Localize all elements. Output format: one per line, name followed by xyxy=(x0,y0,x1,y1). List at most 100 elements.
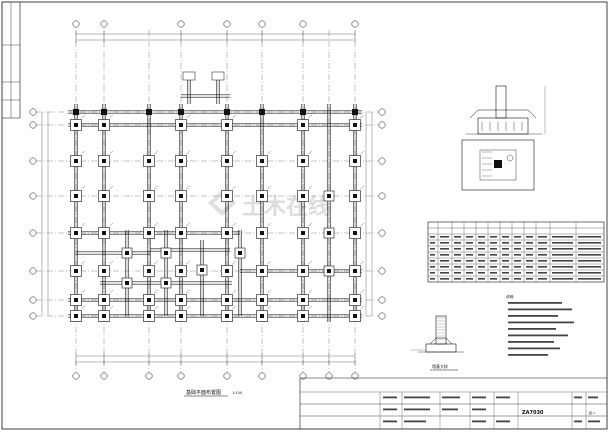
footing-leader xyxy=(308,289,313,294)
note-line xyxy=(508,341,554,343)
column-pad xyxy=(179,269,183,273)
column-pad xyxy=(353,123,357,127)
column-pad xyxy=(260,269,264,273)
axis-bubble-top xyxy=(299,20,307,28)
table-cell-text xyxy=(430,260,435,262)
title-block-text xyxy=(496,420,510,423)
table-cell-text xyxy=(490,266,497,268)
table-cell-text xyxy=(466,254,473,256)
footing-leader xyxy=(109,305,114,310)
table-cell-text xyxy=(440,236,449,238)
table-cell-text xyxy=(538,254,547,256)
axis-bubble-top xyxy=(72,20,80,28)
table-cell-text xyxy=(430,278,435,280)
table-cell-text xyxy=(552,272,573,274)
axis-bubble-top xyxy=(100,20,108,28)
table-cell-text xyxy=(552,278,573,280)
table-cell-text xyxy=(538,266,547,268)
column-footing-detail xyxy=(461,85,546,191)
table-cell-text xyxy=(430,272,435,274)
footing-leader xyxy=(360,305,365,310)
table-cell-text xyxy=(538,248,547,250)
column-pad xyxy=(260,194,264,198)
column-pad xyxy=(301,269,305,273)
table-cell-text xyxy=(552,260,573,262)
axis-bubble-right xyxy=(378,229,386,237)
footing-leader xyxy=(186,289,191,294)
column-pad xyxy=(327,231,331,235)
footing-leader xyxy=(232,289,237,294)
title-block-text xyxy=(383,420,397,423)
footing-leader xyxy=(308,305,313,310)
column-pad xyxy=(164,251,168,255)
footing-leader xyxy=(232,150,237,155)
table-cell-text xyxy=(526,266,533,268)
column-pad xyxy=(102,314,106,318)
footing-leader xyxy=(360,114,365,119)
title-block-text xyxy=(472,408,486,411)
column-pad xyxy=(179,123,183,127)
column-pad xyxy=(101,109,107,115)
axis-bubble-bottom xyxy=(299,372,307,380)
footing-plan-view xyxy=(461,139,535,191)
table-cell-text xyxy=(502,248,509,250)
table-cell-text xyxy=(478,278,485,280)
footing-leader xyxy=(81,289,86,294)
wall-footing-detail xyxy=(410,315,464,353)
table-cell-text xyxy=(578,242,601,244)
plan-scale: 1:100 xyxy=(232,391,242,395)
footing-leader xyxy=(186,150,191,155)
axis-bubble-bottom xyxy=(325,372,333,380)
column-pad xyxy=(147,159,151,163)
table-cell-text xyxy=(478,242,485,244)
table-cell-text xyxy=(538,242,547,244)
footing-leader xyxy=(232,185,237,190)
axis-bubble-left xyxy=(29,121,37,129)
column-pad xyxy=(238,251,242,255)
table-cell-text xyxy=(466,242,473,244)
footing-leader xyxy=(267,260,272,265)
table-cell-text xyxy=(430,266,435,268)
table-cell-text xyxy=(514,242,521,244)
axis-bubble-right xyxy=(378,157,386,165)
table-cell-text xyxy=(466,260,473,262)
footing-leader xyxy=(360,260,365,265)
title-block-text xyxy=(574,396,582,399)
table-cell-text xyxy=(526,278,533,280)
axis-bubble-left xyxy=(29,108,37,116)
column-pad xyxy=(225,269,229,273)
table-cell-text xyxy=(514,278,521,280)
column-pad xyxy=(179,159,183,163)
footing-leader xyxy=(186,260,191,265)
table-cell-text xyxy=(440,278,449,280)
axis-bubble-bottom xyxy=(258,372,266,380)
column-pad xyxy=(74,194,78,198)
note-line xyxy=(508,315,558,317)
table-cell-text xyxy=(552,248,573,250)
column-pad xyxy=(179,298,183,302)
footing-leader xyxy=(154,185,159,190)
footing-leader xyxy=(154,150,159,155)
column-pad xyxy=(353,231,357,235)
footing-leader xyxy=(186,185,191,190)
footing-leader xyxy=(308,150,313,155)
footing-leader xyxy=(81,222,86,227)
footing-leader xyxy=(154,305,159,310)
title-block-text xyxy=(472,396,486,399)
table-cell-text xyxy=(478,248,485,250)
title-block-text xyxy=(442,408,458,411)
plan-title: 基础平面布置图 xyxy=(186,389,221,396)
table-cell-text xyxy=(526,242,533,244)
table-cell-text xyxy=(552,266,573,268)
entrance-footing xyxy=(211,71,225,81)
axis-bubble-bottom xyxy=(100,372,108,380)
footing-leader xyxy=(360,150,365,155)
axis-bubble-left xyxy=(29,312,37,320)
table-cell-text xyxy=(454,236,461,238)
axis-bubble-right xyxy=(378,296,386,304)
title-block-text xyxy=(472,420,486,423)
footing-leader xyxy=(186,114,191,119)
title-block-text xyxy=(404,408,430,411)
table-cell-text xyxy=(454,266,461,268)
